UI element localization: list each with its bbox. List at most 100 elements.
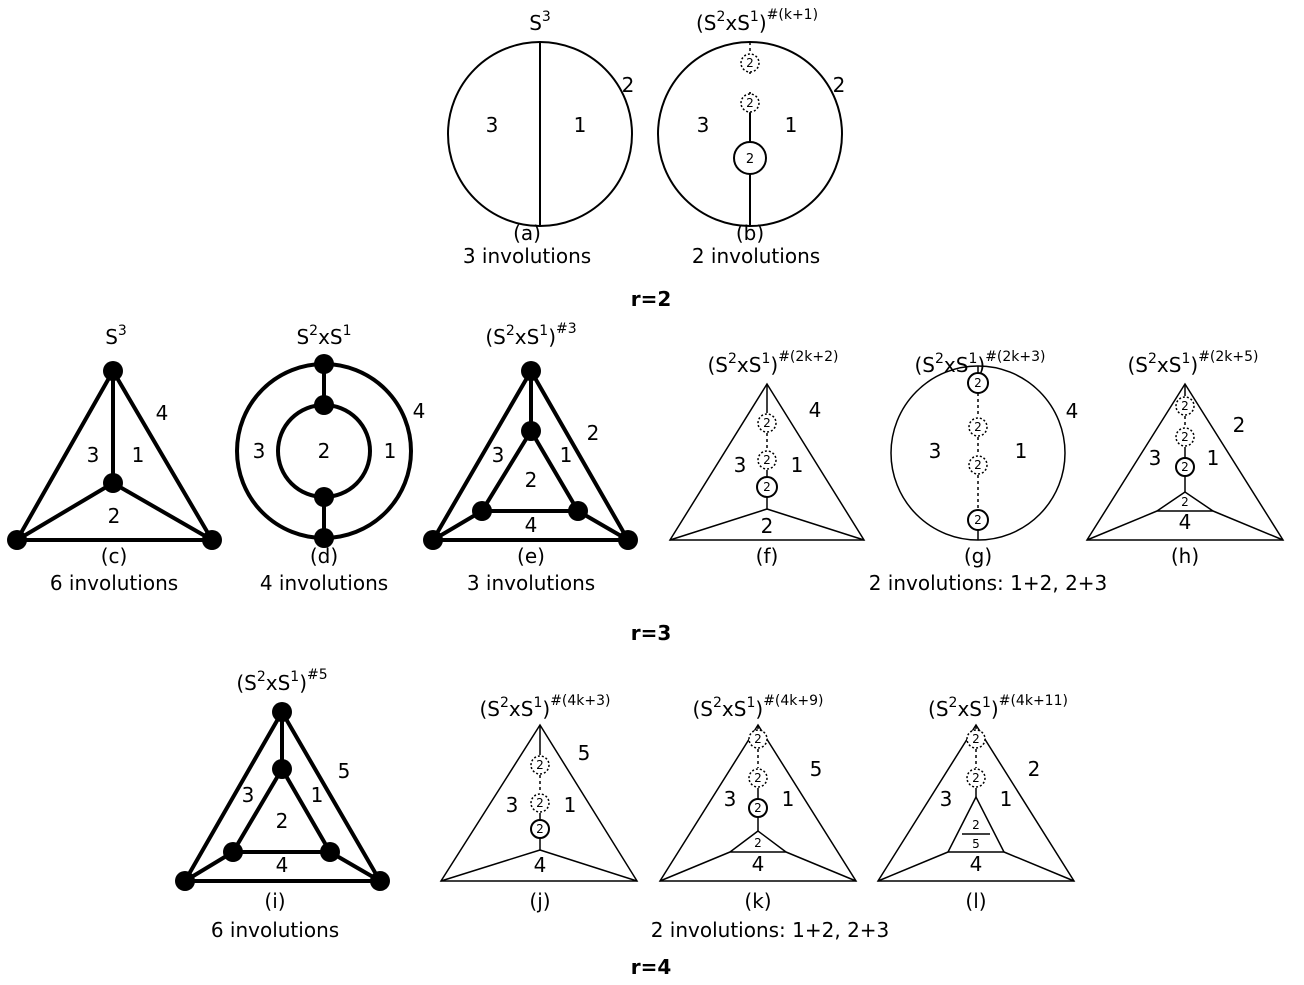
panel-i-vertex bbox=[370, 871, 390, 891]
panel-h-outer-triangle bbox=[1085, 382, 1285, 541]
panel-i: (S2xS1)#5 3 2 1 5 4 (i) 6 involutions bbox=[175, 667, 390, 942]
panel-f-node-label: 2 bbox=[763, 480, 771, 494]
panel-k-node-label: 2 bbox=[754, 801, 762, 815]
panel-c-title: S bbox=[105, 325, 118, 349]
panel-e-region-label: 4 bbox=[525, 513, 538, 537]
svg-text:S3: S3 bbox=[529, 9, 551, 35]
panel-e-region-label: 3 bbox=[492, 443, 505, 467]
panel-i-note: 6 involutions bbox=[211, 918, 339, 942]
panel-a-title-sup: 3 bbox=[542, 9, 551, 25]
panel-g-title-sup: 2 bbox=[935, 351, 944, 367]
svg-text:S2xS1: S2xS1 bbox=[296, 323, 351, 349]
panel-b-region-label: 1 bbox=[785, 113, 798, 137]
panel-k-node-label: 2 bbox=[754, 732, 762, 746]
panel-i-vertex bbox=[320, 842, 340, 862]
panel-f-title-sup: 2 bbox=[728, 351, 737, 367]
svg-text:(S2xS1)#(4k+3): (S2xS1)#(4k+3) bbox=[480, 693, 611, 721]
panel-a: S3 3 1 2 (a) 3 involutions bbox=[447, 9, 634, 268]
panel-f-caption: (f) bbox=[756, 544, 779, 568]
panel-j-region-label: 3 bbox=[506, 793, 519, 817]
panel-f-region-label: 2 bbox=[761, 514, 774, 538]
panel-e-vertex bbox=[521, 421, 541, 441]
panel-c-vertex bbox=[103, 473, 123, 493]
panel-h-node-label: 2 bbox=[1181, 399, 1189, 413]
panel-h-title-sup: 1 bbox=[1181, 351, 1190, 367]
panel-l-edge bbox=[877, 851, 949, 882]
panel-g-node-label: 2 bbox=[974, 376, 982, 390]
panel-j-title: (S bbox=[480, 697, 501, 721]
group-note-fgh: 2 involutions: 1+2, 2+3 bbox=[869, 571, 1108, 595]
panel-f-region-label: 3 bbox=[734, 453, 747, 477]
panel-h: (S2xS1)#(2k+5) 2 2 2 2 3 1 2 4 (h) bbox=[1085, 349, 1285, 568]
panel-i-caption: (i) bbox=[264, 889, 285, 913]
panel-k-title-mid: xS bbox=[722, 697, 747, 721]
panel-e-title-mid: xS bbox=[515, 325, 540, 349]
panel-b-caption: (b) bbox=[736, 221, 764, 245]
panel-l-title-sup: 2 bbox=[949, 695, 958, 711]
panel-j-node bbox=[530, 819, 550, 839]
panel-i-title: (S bbox=[236, 671, 257, 695]
panel-f-node bbox=[756, 476, 778, 498]
svg-text:S3: S3 bbox=[105, 323, 127, 349]
panel-i-region-label: 5 bbox=[338, 759, 351, 783]
panel-l-node-label: 2 bbox=[972, 771, 980, 785]
panel-e-vertex bbox=[618, 530, 638, 550]
panel-g-node bbox=[967, 372, 989, 394]
panel-l-outer-triangle bbox=[876, 723, 1076, 882]
panel-l-title: (S bbox=[928, 697, 949, 721]
panel-j-edge bbox=[440, 849, 541, 882]
panel-h-region-label: 3 bbox=[1149, 446, 1162, 470]
svg-text:(S2xS1)#(k+1): (S2xS1)#(k+1) bbox=[696, 7, 818, 35]
panel-f-node-label: 2 bbox=[763, 453, 771, 467]
panel-l-region-label: 1 bbox=[1000, 787, 1013, 811]
panel-h-title-end: ) bbox=[1190, 353, 1198, 377]
panel-c-region-label: 3 bbox=[87, 443, 100, 467]
panel-a-title: S bbox=[529, 11, 542, 35]
panel-e-title-sup: 2 bbox=[506, 323, 515, 339]
panel-k-region-label: 3 bbox=[724, 787, 737, 811]
panel-k-caption: (k) bbox=[744, 889, 771, 913]
panel-j-region-label: 4 bbox=[534, 853, 547, 877]
panel-f-region-label: 4 bbox=[809, 398, 822, 422]
panel-b-node-label: 2 bbox=[746, 56, 754, 70]
panel-k-title: (S bbox=[693, 697, 714, 721]
panel-a-region-label: 1 bbox=[574, 113, 587, 137]
panel-e-outer-triangle bbox=[429, 366, 632, 542]
panel-k-region-label: 4 bbox=[752, 852, 765, 876]
panel-f-title: (S bbox=[708, 353, 729, 377]
panel-i-inner-triangle bbox=[229, 765, 334, 854]
panel-c-edge bbox=[15, 481, 115, 542]
panel-g-region-label: 3 bbox=[929, 439, 942, 463]
panel-j-caption: (j) bbox=[529, 889, 550, 913]
panel-b-title-end: ) bbox=[759, 11, 767, 35]
panel-l-edge bbox=[1003, 851, 1075, 882]
panel-g-region-label: 1 bbox=[1015, 439, 1028, 463]
panel-g-node-label: 2 bbox=[974, 420, 982, 434]
panel-k-inner-label: 2 bbox=[754, 836, 762, 850]
panel-i-region-label: 4 bbox=[276, 853, 289, 877]
panel-e-vertex bbox=[568, 501, 588, 521]
panel-k-edge bbox=[785, 851, 857, 882]
panel-a-caption: (a) bbox=[513, 221, 541, 245]
panel-k-title-end: ) bbox=[755, 697, 763, 721]
panel-k-edge bbox=[659, 851, 731, 882]
panel-d-caption: (d) bbox=[310, 544, 338, 568]
panel-i-vertex bbox=[272, 759, 292, 779]
panel-g-title-sup: #(2k+3) bbox=[985, 349, 1045, 365]
panel-l-inner-triangle bbox=[946, 795, 1006, 853]
panel-l-title-sup: #(4k+11) bbox=[999, 693, 1068, 709]
panel-d-vertex bbox=[314, 487, 334, 507]
panel-j-title-mid: xS bbox=[509, 697, 534, 721]
panel-g-node-label: 2 bbox=[974, 458, 982, 472]
panel-g-title: (S bbox=[915, 353, 936, 377]
panel-b-title-sup: 1 bbox=[750, 9, 759, 25]
panel-b-region-label: 2 bbox=[833, 73, 846, 97]
panel-b-note: 2 involutions bbox=[692, 244, 820, 268]
svg-text:(S2xS1)#3: (S2xS1)#3 bbox=[485, 321, 576, 349]
panel-g-node bbox=[967, 509, 989, 531]
panel-f-edge bbox=[766, 508, 865, 541]
panel-j-region-label: 1 bbox=[564, 793, 577, 817]
panel-g: (S2xS1)#(2k+3) 2 2 2 2 3 1 4 (g) bbox=[890, 349, 1078, 568]
panel-j-title-end: ) bbox=[542, 697, 550, 721]
